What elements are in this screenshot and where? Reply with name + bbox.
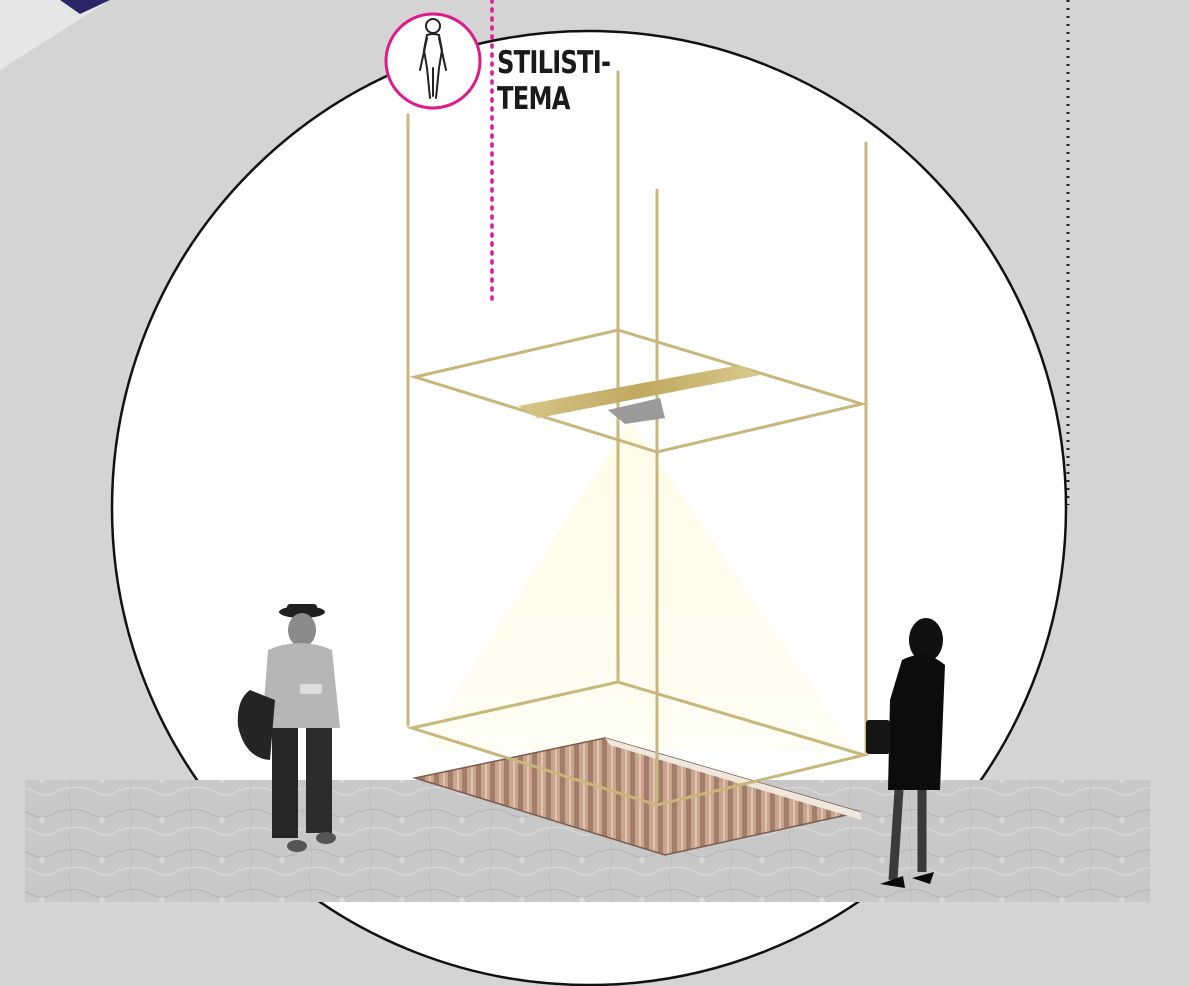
theme-title: STILISTI- TEMA — [497, 45, 610, 117]
corner-tile — [0, 0, 110, 70]
theme-title-line-2: TEMA — [497, 81, 610, 117]
theme-badge — [386, 14, 480, 108]
theme-title-line-1: STILISTI- — [497, 45, 610, 81]
